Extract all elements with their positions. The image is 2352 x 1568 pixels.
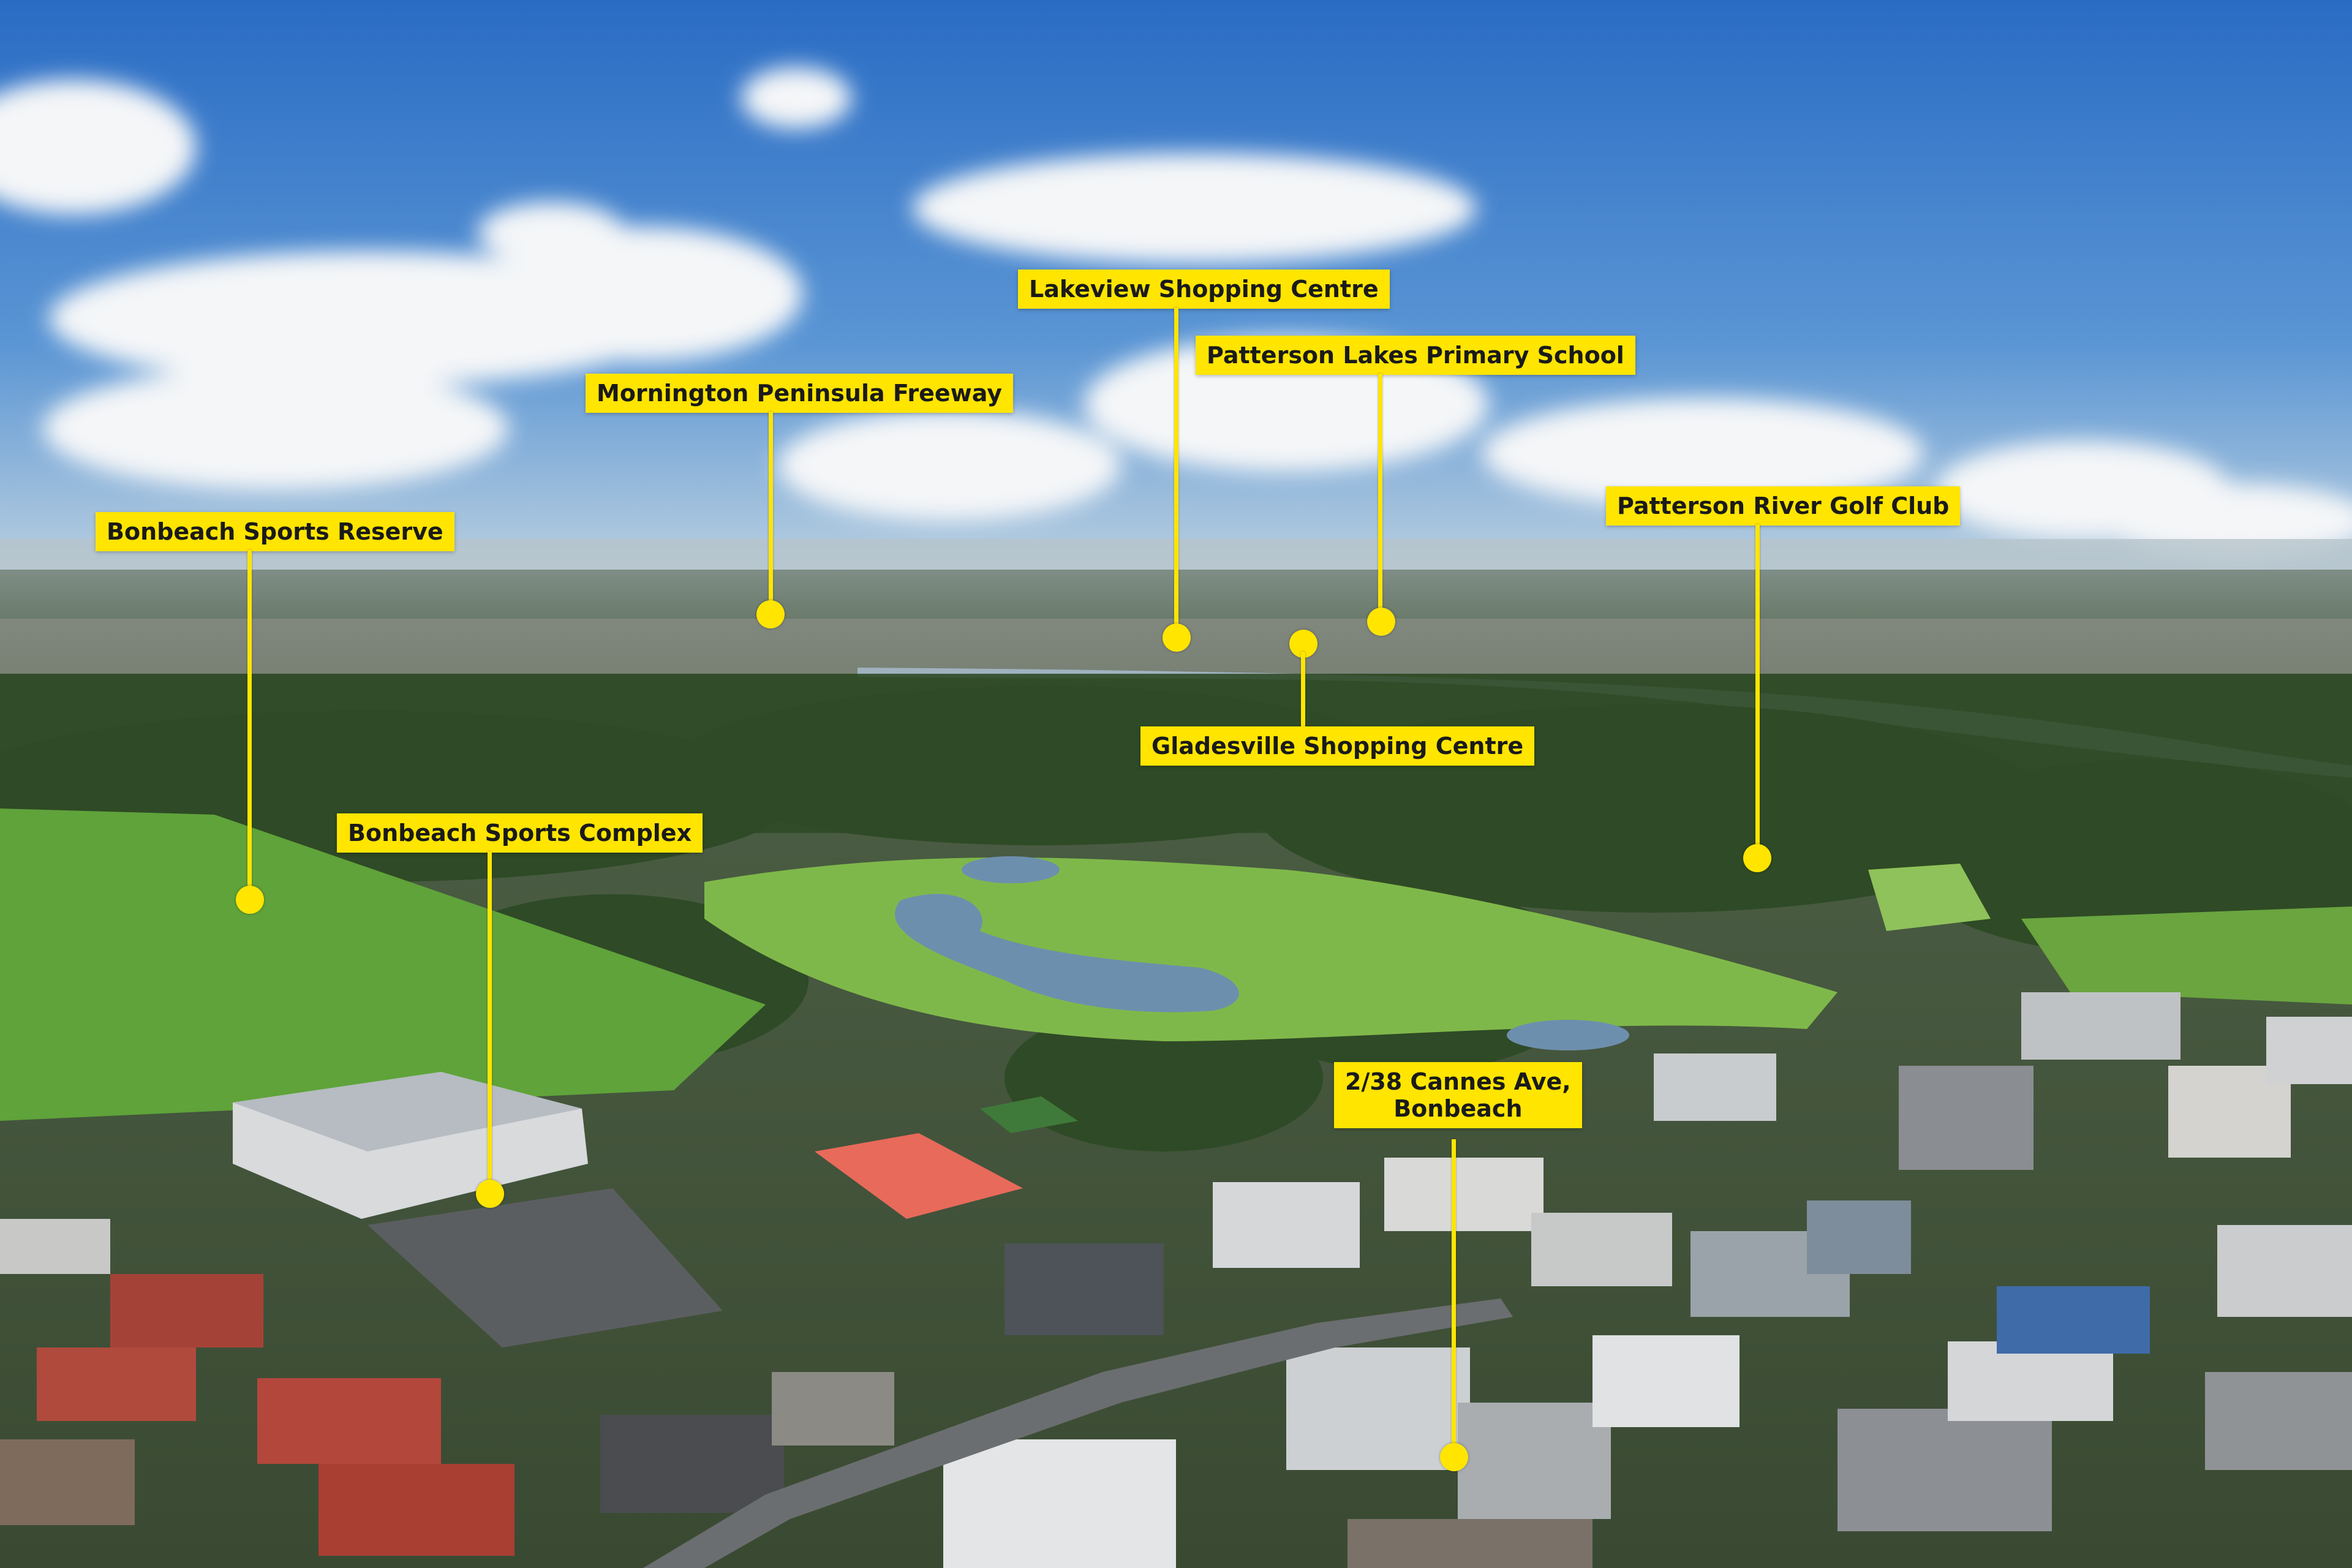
car-park [368,1188,723,1348]
callout-label-lakeview-shopping-centre: Lakeview Shopping Centre [1018,270,1390,309]
callout-line [769,412,773,608]
callout-line [1452,1139,1456,1458]
street [643,1298,1513,1568]
callout-label-bonbeach-sports-reserve: Bonbeach Sports Reserve [96,512,454,551]
callout-line [247,550,252,897]
houses [0,992,2352,1568]
callout-marker-bonbeach-sports-reserve [236,886,264,914]
callout-line [1301,652,1305,729]
callout-line [1174,307,1178,636]
golf-lake [895,894,1239,1012]
callout-marker-lakeview-shopping-centre [1163,624,1191,652]
callout-marker-patterson-river-golf-club [1743,844,1771,872]
callout-label-subject-property: 2/38 Cannes Ave, Bonbeach [1334,1062,1582,1128]
sports-reserve-field [0,809,766,1121]
tennis-courts [815,1133,1023,1219]
callout-line [488,851,492,1194]
golf-fairway [704,858,1838,1041]
callout-marker-bonbeach-sports-complex [476,1180,504,1208]
callout-marker-mornington-peninsula-freeway [756,600,785,628]
subject-property-address-line2: Bonbeach [1393,1095,1523,1122]
callout-marker-patterson-lakes-primary-school [1367,608,1395,636]
callout-label-gladesville-shopping-centre: Gladesville Shopping Centre [1140,726,1535,766]
callout-label-mornington-peninsula-freeway: Mornington Peninsula Freeway [586,374,1014,413]
callout-line [1378,374,1382,619]
callout-label-patterson-lakes-primary-school: Patterson Lakes Primary School [1196,336,1635,375]
callout-label-bonbeach-sports-complex: Bonbeach Sports Complex [337,813,703,853]
callout-label-patterson-river-golf-club: Patterson River Golf Club [1606,486,1961,526]
callout-line [1755,524,1760,855]
subject-property-address-line1: 2/38 Cannes Ave, [1345,1068,1571,1095]
callout-marker-subject-property [1440,1443,1468,1471]
